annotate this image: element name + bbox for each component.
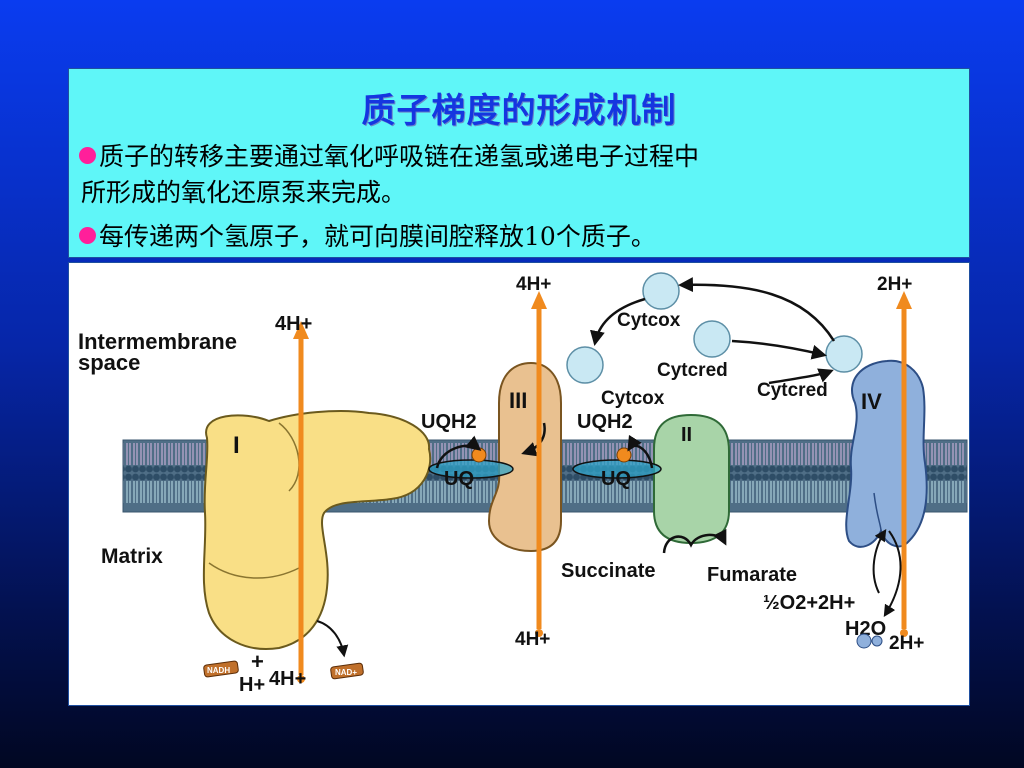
uq-oval-right [572,459,662,479]
oxygen-label: ½O2+2H+ [763,592,855,614]
water-molecule-h [871,635,883,647]
fumarate-label: Fumarate [707,564,797,586]
c1-bottom-proton-label: 4H+ [269,668,306,690]
respiratory-chain-diagram: Intermembrane space Matrix I III II IV [78,272,968,696]
diagram-panel: Intermembrane space Matrix I III II IV [68,262,970,706]
cytc-arrow-down-left [590,297,646,346]
nadh-label: NADH [207,666,230,675]
matrix-hplus-label: H+ [239,674,265,696]
complex-ii-label: II [681,424,692,446]
bullet-1-line-1: 质子的转移主要通过氧化呼吸链在递氢或递电子过程中 [79,139,959,175]
nad-label: NAD+ [335,668,357,677]
space-label: space [78,350,140,375]
cytc-sphere-mid [693,320,731,358]
complex-i-label: I [233,432,240,459]
c3-top-proton-label: 4H+ [516,274,551,295]
uq-arrow-right [627,434,654,469]
bullet-2-line-1: 每传递两个氢原子，就可向膜间腔释放10个质子。 [79,219,959,255]
uqh2-right-label: UQH2 [577,411,633,433]
water-molecule-o [856,633,872,649]
complex-ii: II [653,413,730,545]
uq-oval-left [428,459,514,479]
complex-iii: III [487,361,562,553]
cytc-red-right-label: Cytcred [757,380,828,401]
uq-left-dot [471,447,487,463]
complex-iii-label: III [509,388,527,413]
water-label: H2O [845,618,886,640]
bullet-dot [79,227,96,244]
c4-bottom-proton-label: 2H+ [889,633,924,654]
cytc-ox-top-label: Cytcox [617,310,681,331]
succinate-label: Succinate [561,560,655,582]
oxygen-arrow [872,528,887,594]
plus-sign: + [251,649,264,674]
cytc-arrow-to-iv [731,339,827,360]
proton-dot-c1-bottom [297,675,305,683]
cytc-arrow-top [678,277,836,342]
c1-top-proton-label: 4H+ [275,313,312,335]
cytc-red-mid-label: Cytcred [657,360,728,381]
uq-left-label: UQ [444,468,474,490]
bullet-1-line-2: 所形成的氧化还原泵来完成。 [81,178,407,207]
nadh-molecule: NADH [203,660,239,678]
cytc-sphere-top [642,272,680,310]
c4-top-proton-label: 2H+ [877,274,912,295]
proton-arrow-complex-i [293,321,309,675]
matrix-label: Matrix [101,545,163,568]
succinate-arrow [662,528,727,554]
bullet-dot [79,147,96,164]
uqh2-left-label: UQH2 [421,411,477,433]
cytc-sphere-left [566,346,604,384]
proton-dot-c4-bottom [900,629,908,637]
uq-right-dot [616,447,632,463]
bullet-1-text-1: 质子的转移主要通过氧化呼吸链在递氢或递电子过程中 [99,142,700,171]
proton-arrow-complex-iv [896,291,912,629]
water-arrow [883,530,902,618]
complex-iv-label: IV [861,389,882,414]
complex-i: I [202,409,432,650]
complex-iv: IV [845,359,928,548]
c3-bottom-proton-label: 4H+ [515,629,550,650]
nadh-arrow [316,620,349,658]
cytc-ox-mid-label: Cytcox [601,388,665,409]
cytc-arrow-to-iv-lower [768,368,834,385]
proton-dot-c3-bottom [535,629,543,637]
uq-arrow-left [435,435,482,469]
text-panel: 质子梯度的形成机制 质子的转移主要通过氧化呼吸链在递氢或递电子过程中 所形成的氧… [68,68,970,258]
intermembrane-label: Intermembrane [78,329,237,354]
slide-title: 质子梯度的形成机制 [361,91,677,131]
nad-molecule: NAD+ [330,662,364,680]
proton-arrow-complex-iii [531,291,547,629]
uq-right-label: UQ [601,468,631,490]
bullet-2-text-1: 每传递两个氢原子，就可向膜间腔释放10个质子。 [99,222,656,251]
cytc-sphere-right [825,335,863,373]
